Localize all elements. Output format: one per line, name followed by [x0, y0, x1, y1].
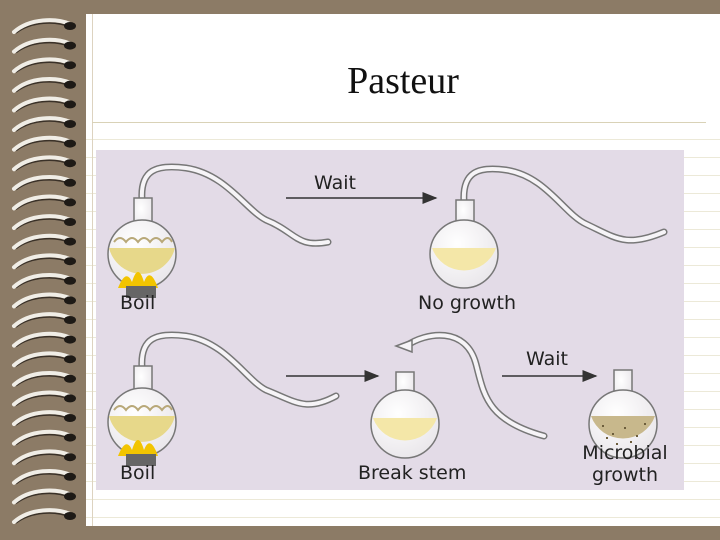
- row2-boiling-flask: [107, 331, 340, 466]
- row1-no-growth-label: No growth: [418, 292, 516, 314]
- row2-boil-label: Boil: [120, 462, 156, 484]
- title-divider: [92, 122, 706, 123]
- row2-flame: [118, 440, 158, 456]
- binding-ring: [12, 429, 76, 446]
- binding-ring: [12, 331, 76, 348]
- binding-ring: [12, 292, 76, 309]
- margin-line: [92, 14, 93, 526]
- binding-ring: [12, 312, 76, 328]
- row2-stem-tip-icon: [393, 338, 413, 354]
- row1-clear-broth: [432, 248, 496, 271]
- row2-wait-label: Wait: [526, 348, 568, 370]
- row1-wait-label: Wait: [314, 172, 356, 194]
- row1-bubbles: [113, 237, 173, 244]
- binding-ring: [12, 390, 76, 407]
- row2-microbial-growth-line2: growth: [591, 464, 659, 486]
- binding-ring: [12, 273, 76, 289]
- binding-ring: [12, 57, 76, 74]
- row2-microbial-growth-label: Microbial growth: [578, 442, 672, 486]
- row1-boiling-broth: [109, 248, 175, 274]
- binding-ring: [12, 135, 76, 152]
- row2-broken-stem-flask: [370, 331, 548, 459]
- binding-ring: [12, 37, 76, 54]
- diagram-drawing: [107, 163, 668, 466]
- row1-boil-label: Boil: [120, 292, 156, 314]
- spiral-binding: [12, 18, 76, 524]
- binding-ring: [12, 449, 76, 466]
- row2-break-stem-label: Break stem: [358, 462, 467, 484]
- binding-ring: [12, 194, 76, 211]
- row2-clear-broth: [373, 418, 437, 441]
- binding-ring: [12, 77, 76, 93]
- row1-flame: [118, 272, 158, 288]
- binding-ring: [12, 214, 76, 230]
- binding-ring: [12, 116, 76, 132]
- binding-ring: [12, 96, 76, 113]
- binding-ring: [12, 155, 76, 172]
- row2-flask-neck-tube: [138, 331, 340, 408]
- row2-burner: [126, 454, 156, 466]
- binding-ring: [12, 175, 76, 191]
- row2-cloudy-broth: [591, 416, 655, 439]
- binding-ring: [12, 351, 76, 368]
- row2-microbes: [602, 423, 646, 445]
- row1-sterile-flask: [429, 165, 668, 289]
- slide-title: Pasteur: [347, 60, 459, 102]
- binding-ring: [12, 253, 76, 270]
- binding-ring: [12, 469, 76, 485]
- row2-microbial-growth-line1: Microbial: [582, 442, 668, 464]
- row2-contaminated-flask: [588, 369, 658, 459]
- binding-ring: [12, 371, 76, 387]
- row1-flask-neck-tube: [138, 163, 332, 247]
- binding-ring: [12, 410, 76, 426]
- binding-ring: [12, 488, 76, 505]
- binding-ring: [12, 508, 76, 524]
- row1-burner: [126, 286, 156, 298]
- binding-ring: [12, 18, 76, 34]
- row1-boiling-flask: [107, 163, 332, 298]
- swan-neck-flask-diagram: Wait Boil No growth Boil Break stem Wait…: [96, 150, 684, 490]
- binding-ring: [12, 233, 76, 250]
